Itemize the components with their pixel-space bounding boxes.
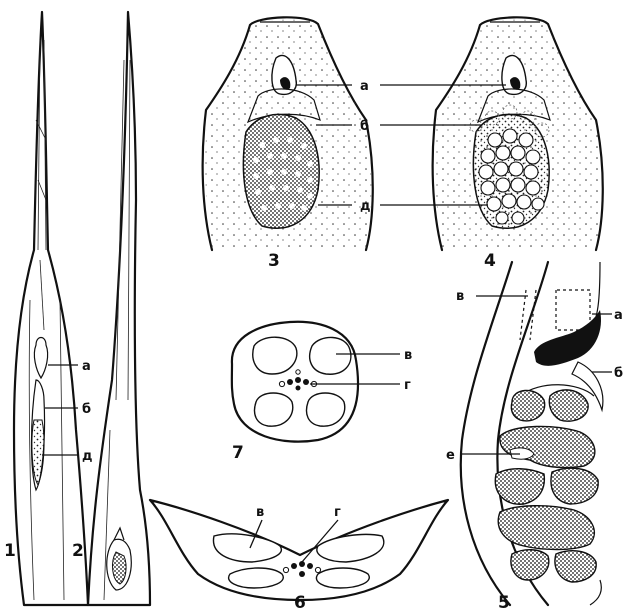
figure-4-seed-section: 4 — [380, 17, 603, 271]
figure-number-5: 5 — [498, 593, 510, 611]
label-a-fig1: а — [82, 359, 91, 374]
label-v-fig5: в — [456, 289, 464, 304]
label-b-fig5: б — [614, 366, 623, 381]
figure-5-longitudinal-section: в а б е 5 — [446, 262, 623, 611]
label-d-fig3-4: д — [360, 199, 371, 214]
figure-number-1: 1 — [4, 541, 16, 561]
label-g-fig7: г — [404, 378, 411, 393]
figure-6-cross-section: в г 6 — [150, 500, 448, 611]
label-b-fig1: б — [82, 402, 91, 417]
label-e-fig5: е — [446, 448, 455, 463]
figure-7-cross-section: в г 7 — [232, 322, 412, 463]
figure-number-3: 3 — [268, 251, 280, 271]
label-d-fig1: д — [82, 449, 93, 464]
figure-number-4: 4 — [484, 251, 496, 271]
label-a-fig3-4: а — [360, 79, 369, 94]
figure-number-7: 7 — [232, 443, 244, 463]
figure-number-6: 6 — [294, 593, 306, 611]
label-g-fig6: г — [334, 505, 341, 520]
label-v-fig7: в — [404, 348, 412, 363]
figure-1-seed: а б д 1 — [4, 12, 93, 605]
label-a-fig5: а — [614, 308, 623, 323]
label-v-fig6: в — [256, 505, 264, 520]
figure-number-2: 2 — [72, 541, 84, 561]
label-b-fig3-4: б — [360, 119, 369, 134]
figure-3-seed-section: 3 — [203, 17, 373, 271]
